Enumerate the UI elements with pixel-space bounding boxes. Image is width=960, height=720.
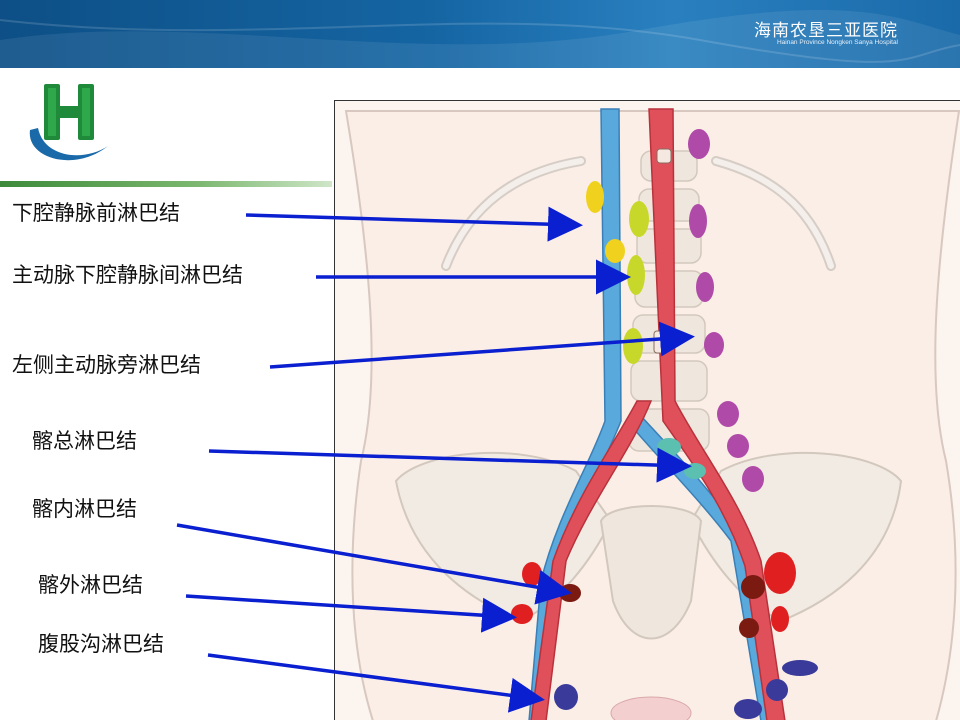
label-inguinal-nodes: 腹股沟淋巴结 [38,632,164,656]
label-internal-iliac-nodes: 髂内淋巴结 [32,497,137,521]
hospital-logo [29,84,108,161]
header-bar: 海南农垦三亚医院 Hainan Province Nongken Sanya H… [0,0,960,68]
label-left-paraaortic-nodes: 左侧主动脉旁淋巴结 [12,353,201,377]
label-common-iliac-nodes: 髂总淋巴结 [32,429,137,453]
precaval-node-markers [586,181,625,263]
label-interaortocaval-nodes: 主动脉下腔静脉间淋巴结 [12,263,243,287]
header-wave-decoration [0,10,960,68]
label-external-iliac-nodes: 髂外淋巴结 [38,573,143,597]
anatomy-illustration [335,101,960,720]
paraaortic-node-markers [688,129,764,492]
section-divider [0,181,332,187]
hospital-name-en: Hainan Province Nongken Sanya Hospital [776,39,898,46]
inguinal-node-markers [554,660,818,719]
hospital-name-cn: 海南农垦三亚医院 [754,21,898,41]
label-precaval-nodes: 下腔静脉前淋巴结 [12,201,180,225]
anatomy-diagram [334,100,960,720]
